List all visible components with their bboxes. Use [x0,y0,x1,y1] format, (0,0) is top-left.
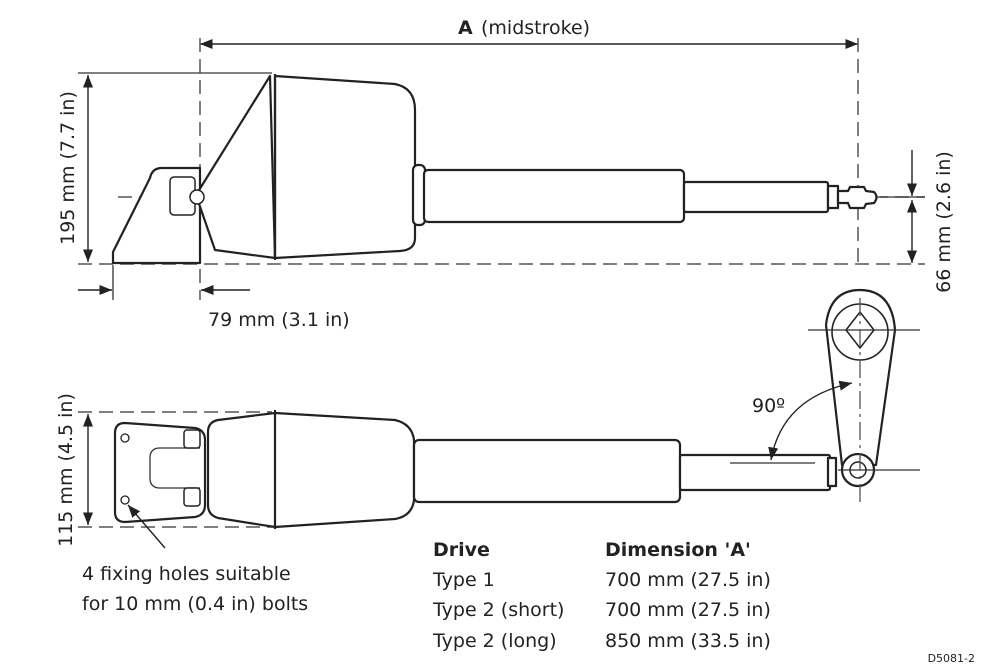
width-dimension-label: 115 mm (4.5 in) [55,393,77,547]
bracket-offset-label: 79 mm (3.1 in) [208,309,350,331]
side-view: A (midstroke) 195 mm (7.7 in) 66 mm (2.6… [57,17,955,331]
dimension-a-label: A [458,17,473,39]
table-row-dimension: 850 mm (33.5 in) [605,630,771,652]
clevis-pin [189,189,205,205]
table-row-drive: Type 2 (long) [432,630,557,652]
rod-end-top [826,456,838,488]
table-row-drive: Type 2 (short) [432,599,564,621]
motor-housing-top [206,411,416,529]
top-view: 115 mm (4.5 in) 90º 4 fixing holes suita… [55,288,920,615]
fixing-hole-bottom [120,495,130,505]
angle-arc [768,380,853,461]
rod-end-fitting [836,185,878,210]
motor-cone [194,74,277,260]
piston-rod [682,180,830,214]
dimension-a-note: (midstroke) [481,17,590,39]
callout-line-2: for 10 mm (0.4 in) bolts [82,593,308,615]
callout-leader [127,504,166,549]
rod-end-nut [826,184,840,210]
callout-line-1: 4 fixing holes suitable [82,563,291,585]
dimension-table: Drive Dimension 'A' Type 1 700 mm (27.5 … [432,539,771,652]
height-dimension-label: 195 mm (7.7 in) [57,91,79,245]
hinge-knuckle-bottom [183,487,201,507]
fixing-hole-top [120,433,130,443]
table-row-dimension: 700 mm (27.5 in) [605,569,771,591]
table-row-dimension: 700 mm (27.5 in) [605,599,771,621]
table-row-drive: Type 1 [432,569,495,591]
figure-id: D5081-2 [928,652,975,665]
outer-tube [422,168,686,224]
piston-rod-top [678,453,832,492]
hinge-knuckle-top [183,429,201,449]
motor-housing [273,74,417,260]
outer-tube-top [412,438,682,504]
bracket-hinge [149,447,200,489]
angle-label: 90º [752,395,785,417]
table-header-dimension: Dimension 'A' [605,539,751,561]
table-header-drive: Drive [433,539,490,561]
offset-dimension-label: 66 mm (2.6 in) [933,151,955,293]
